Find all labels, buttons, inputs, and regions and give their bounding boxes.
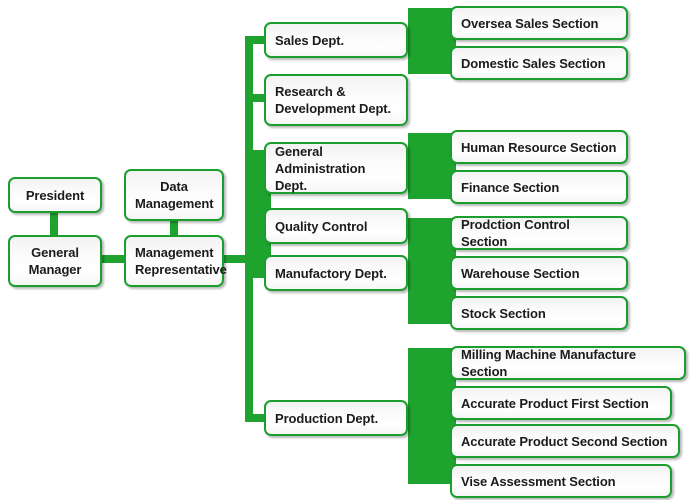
connector-president-to-general-manager — [50, 205, 58, 243]
node-oversea-sales-section[interactable]: Oversea Sales Section — [450, 6, 628, 40]
node-milling-machine-manufacture-section[interactable]: Milling Machine Manufacture Section — [450, 346, 686, 380]
node-domestic-sales-section[interactable]: Domestic Sales Section — [450, 46, 628, 80]
node-general-manager[interactable]: General Manager — [8, 235, 102, 287]
node-general-administration-dept[interactable]: General Administration Dept. — [264, 142, 408, 194]
node-finance-section[interactable]: Finance Section — [450, 170, 628, 204]
node-management-representative-label: Management Representative — [135, 245, 227, 277]
node-data-management-label: Data Management — [135, 179, 214, 211]
node-warehouse-section[interactable]: Warehouse Section — [450, 256, 628, 290]
node-general-administration-dept-label: General Administration Dept. — [275, 143, 366, 193]
node-sales-dept-label: Sales Dept. — [275, 32, 344, 48]
node-finance-section-label: Finance Section — [461, 179, 560, 195]
connector-trunk-to-research-development-dept — [245, 94, 273, 102]
node-research-development-dept[interactable]: Research & Development Dept. — [264, 74, 408, 126]
node-president-label: President — [25, 187, 85, 203]
node-quality-control-label: Quality Control — [275, 218, 368, 234]
connector-trunk-to-manufactory-dept — [245, 268, 273, 276]
node-manufactory-dept[interactable]: Manufactory Dept. — [264, 255, 408, 291]
node-warehouse-section-label: Warehouse Section — [461, 265, 580, 281]
node-general-manager-label: General Manager — [28, 245, 82, 277]
connector-trunk-to-general-administration-dept — [245, 162, 273, 170]
node-prodction-control-section-label: Prodction Control Section — [461, 217, 570, 249]
node-prodction-control-section[interactable]: Prodction Control Section — [450, 216, 628, 250]
node-oversea-sales-section-label: Oversea Sales Section — [461, 15, 599, 31]
node-vise-assessment-section[interactable]: Vise Assessment Section — [450, 464, 672, 498]
node-data-management[interactable]: Data Management — [124, 169, 224, 221]
node-president[interactable]: President — [8, 177, 102, 213]
node-stock-section-label: Stock Section — [461, 305, 546, 321]
node-production-dept-label: Production Dept. — [275, 410, 379, 426]
node-sales-dept[interactable]: Sales Dept. — [264, 22, 408, 58]
connector-trunk-to-sales-dept — [245, 36, 273, 44]
node-research-development-dept-label: Research & Development Dept. — [275, 84, 392, 116]
connector-data-management-to-management-representative — [170, 212, 178, 240]
node-production-dept[interactable]: Production Dept. — [264, 400, 408, 436]
node-vise-assessment-section-label: Vise Assessment Section — [461, 473, 616, 489]
node-accurate-product-second-section[interactable]: Accurate Product Second Section — [450, 424, 680, 458]
node-human-resource-section[interactable]: Human Resource Section — [450, 130, 628, 164]
node-management-representative[interactable]: Management Representative — [124, 235, 227, 287]
connector-trunk-to-quality-control — [245, 221, 273, 229]
node-domestic-sales-section-label: Domestic Sales Section — [461, 55, 606, 71]
connector-production-riser — [408, 348, 430, 424]
node-accurate-product-first-section[interactable]: Accurate Product First Section — [450, 386, 672, 420]
node-accurate-product-first-section-label: Accurate Product First Section — [461, 395, 649, 411]
node-quality-control[interactable]: Quality Control — [264, 208, 408, 244]
connector-general-manager-to-management-representative — [96, 255, 130, 263]
node-manufactory-dept-label: Manufactory Dept. — [275, 265, 387, 281]
connector-management-representative-to-trunk — [216, 255, 256, 263]
node-milling-machine-manufacture-section-label: Milling Machine Manufacture Section — [461, 347, 636, 379]
node-human-resource-section-label: Human Resource Section — [461, 139, 617, 155]
node-accurate-product-second-section-label: Accurate Product Second Section — [461, 433, 668, 449]
connector-trunk-to-production-dept — [245, 414, 275, 422]
node-stock-section[interactable]: Stock Section — [450, 296, 628, 330]
